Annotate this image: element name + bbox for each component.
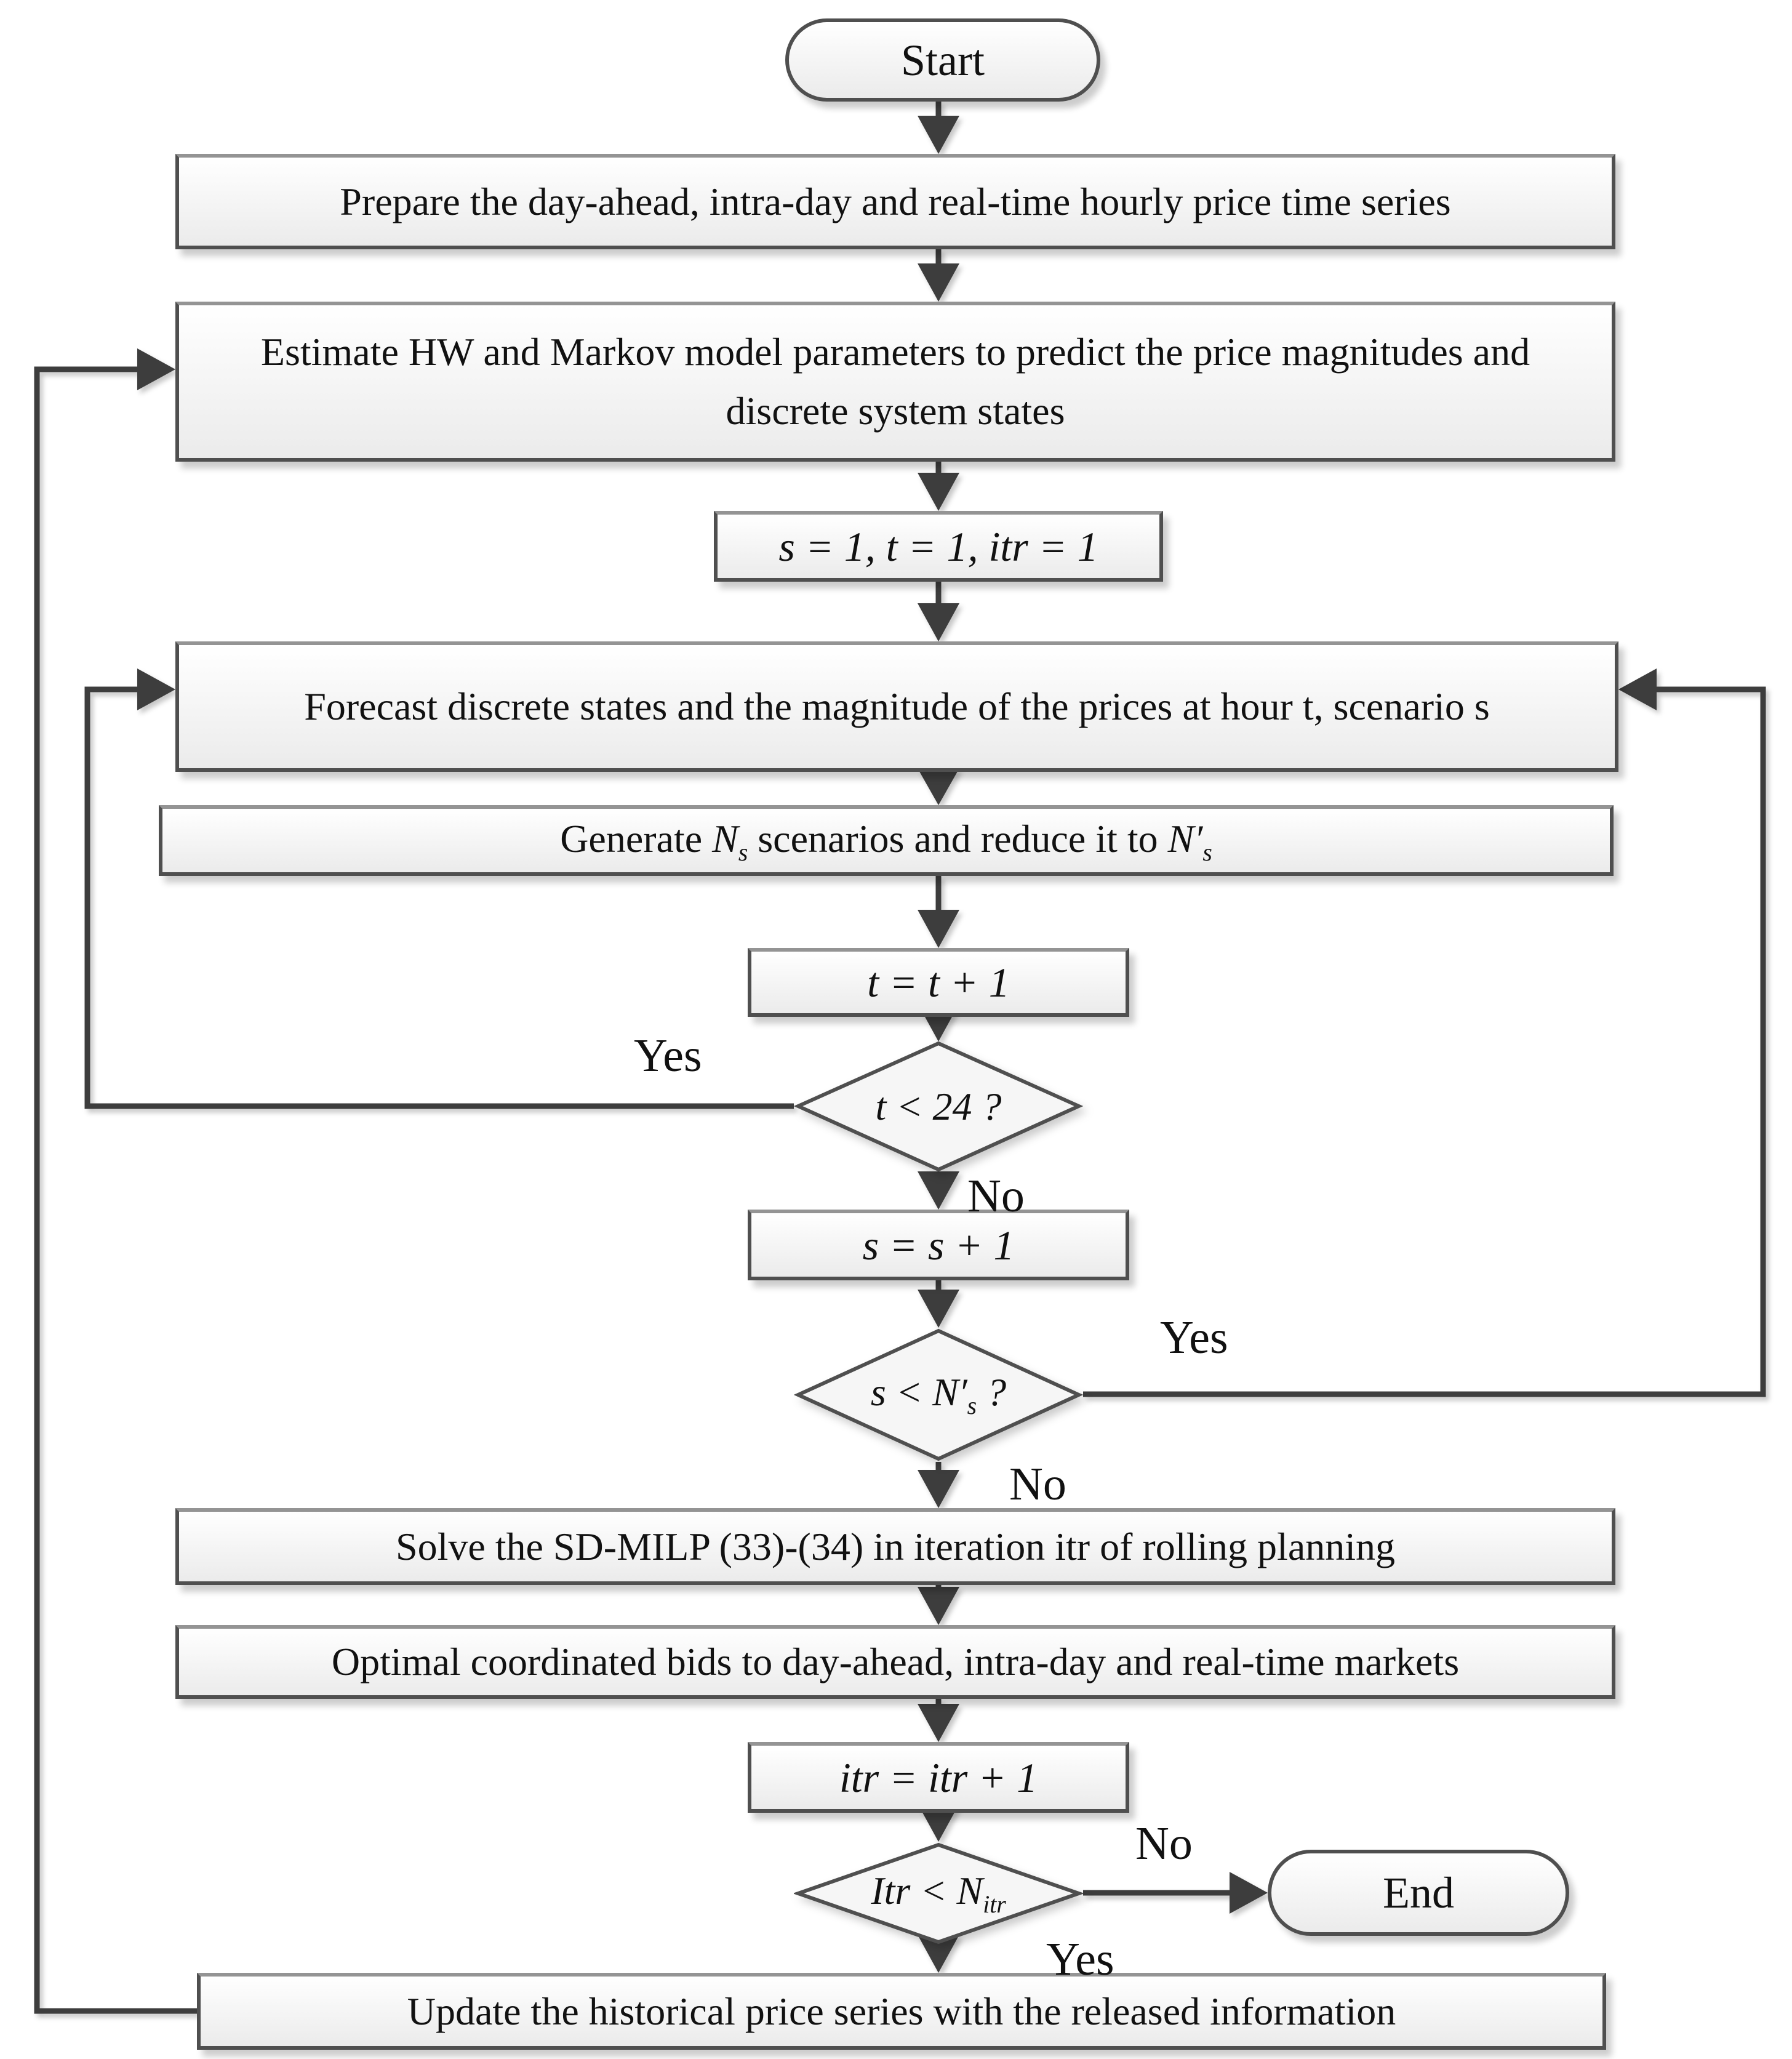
edge-check-t-no-to-inc-s <box>918 1171 959 1210</box>
end-label: End <box>1383 1868 1454 1917</box>
check-t-no-label: No <box>967 1170 1025 1222</box>
increment-s-step: s = s + 1 <box>748 1210 1129 1280</box>
forecast-states-step: Forecast discrete states and the magnitu… <box>175 641 1618 772</box>
end-node: End <box>1268 1850 1569 1936</box>
increment-t-step: t = t + 1 <box>748 948 1129 1017</box>
check-itr-no-label: No <box>1135 1818 1193 1869</box>
edge-start-to-prepare <box>918 102 959 154</box>
edge-check-itr-no-to-end <box>1083 1872 1268 1914</box>
check-t-yes-label: Yes <box>634 1030 702 1082</box>
start-node: Start <box>785 18 1100 102</box>
edge-bids-to-inc-itr <box>918 1699 959 1742</box>
increment-itr-step: itr = itr + 1 <box>748 1742 1129 1813</box>
solve-milp-step: Solve the SD-MILP (33)-(34) in iteration… <box>175 1508 1615 1585</box>
edge-check-t-yes-loop-to-forecast <box>84 668 794 1109</box>
estimate-models-label: Estimate HW and Markov model parameters … <box>260 330 1530 433</box>
edge-forecast-to-generate <box>918 768 959 805</box>
diamond-shape <box>794 1041 1083 1172</box>
generate-scenarios-label: Generate Ns scenarios and reduce it to N… <box>560 817 1212 867</box>
check-s-label: s < N′s ? <box>870 1370 1007 1419</box>
check-itr-yes-label: Yes <box>1046 1933 1114 1985</box>
increment-t-label: t = t + 1 <box>867 959 1010 1006</box>
generate-scenarios-step: Generate Ns scenarios and reduce it to N… <box>159 805 1614 876</box>
increment-itr-label: itr = itr + 1 <box>839 1754 1038 1801</box>
forecast-states-label: Forecast discrete states and the magnitu… <box>304 684 1490 728</box>
edge-check-s-yes-loop-to-forecast <box>1083 668 1766 1397</box>
check-s-no-label: No <box>1009 1458 1066 1510</box>
optimal-bids-step: Optimal coordinated bids to day-ahead, i… <box>175 1625 1615 1699</box>
edge-check-s-no-to-solve <box>918 1462 959 1508</box>
check-t-label: t < 24 ? <box>875 1084 1002 1128</box>
edge-update-loop-to-estimate <box>34 348 197 2014</box>
check-s-yes-label: Yes <box>1160 1312 1228 1363</box>
check-itr-decision: Itr < Nitr <box>794 1842 1083 1945</box>
init-counters-step: s = 1, t = 1, itr = 1 <box>714 511 1163 582</box>
update-history-step: Update the historical price series with … <box>197 1973 1606 2050</box>
edge-generate-to-inc-t <box>918 876 959 948</box>
diamond-shape <box>794 1328 1083 1461</box>
optimal-bids-label: Optimal coordinated bids to day-ahead, i… <box>331 1640 1460 1684</box>
init-counters-label: s = 1, t = 1, itr = 1 <box>778 523 1098 570</box>
edge-estimate-to-init <box>918 462 959 511</box>
diamond-shape <box>794 1842 1083 1945</box>
check-t-decision: t < 24 ? <box>794 1040 1083 1173</box>
edge-prepare-to-estimate <box>918 249 959 302</box>
prepare-prices-step: Prepare the day-ahead, intra-day and rea… <box>175 154 1615 249</box>
prepare-prices-label: Prepare the day-ahead, intra-day and rea… <box>340 179 1451 223</box>
estimate-models-step: Estimate HW and Markov model parameters … <box>175 302 1615 462</box>
increment-s-label: s = s + 1 <box>862 1221 1015 1269</box>
check-s-decision: s < N′s ? <box>794 1328 1083 1462</box>
edge-init-to-forecast <box>918 582 959 641</box>
check-itr-label: Itr < Nitr <box>871 1869 1006 1918</box>
update-history-label: Update the historical price series with … <box>407 1989 1396 2033</box>
edge-solve-to-bids <box>918 1585 959 1625</box>
start-label: Start <box>901 35 985 85</box>
edge-inc-s-to-check-s <box>918 1280 959 1328</box>
solve-milp-label: Solve the SD-MILP (33)-(34) in iteration… <box>395 1524 1396 1568</box>
